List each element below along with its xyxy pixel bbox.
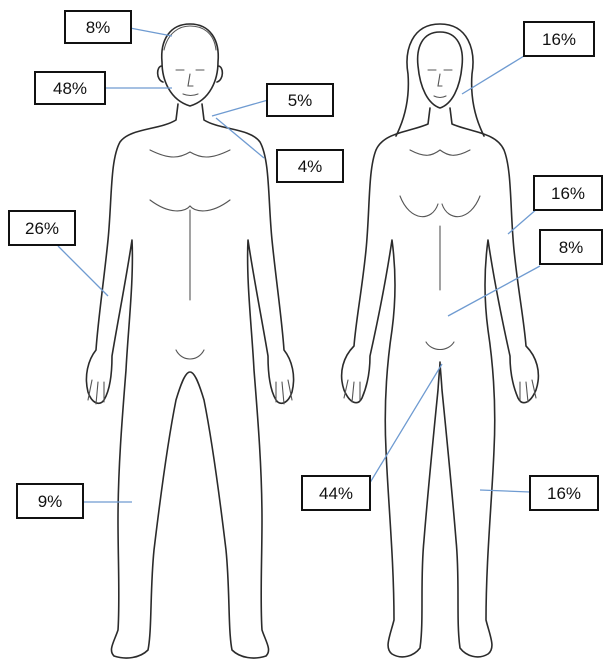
leader-male-neck	[212, 100, 268, 116]
label-female-groin: 44%	[302, 476, 370, 510]
label-male-neck: 5%	[267, 84, 333, 116]
leader-male-arm	[58, 246, 108, 296]
male-body-outline	[86, 104, 293, 658]
label-male-leg-text: 9%	[38, 492, 63, 511]
leader-male-head	[130, 28, 172, 36]
female-body-outline	[342, 108, 539, 657]
label-male-arm: 26%	[9, 211, 75, 245]
female-figure	[342, 24, 539, 657]
label-male-face-text: 48%	[53, 79, 87, 98]
label-female-face: 16%	[524, 22, 594, 56]
label-female-leg-text: 16%	[547, 484, 581, 503]
female-head	[418, 32, 463, 108]
label-male-leg: 9%	[17, 484, 83, 518]
female-hair	[396, 24, 484, 136]
male-figure	[86, 24, 293, 658]
label-female-abdomen: 8%	[540, 230, 602, 264]
label-male-face: 48%	[35, 72, 105, 104]
leader-female-leg	[480, 490, 530, 492]
label-female-groin-text: 44%	[319, 484, 353, 503]
label-female-arm: 16%	[534, 176, 602, 210]
label-male-neck-text: 5%	[288, 91, 313, 110]
label-male-head-text: 8%	[86, 18, 111, 37]
label-female-arm-text: 16%	[551, 184, 585, 203]
label-male-arm-text: 26%	[25, 219, 59, 238]
label-female-face-text: 16%	[542, 30, 576, 49]
label-male-shoulder-text: 4%	[298, 157, 323, 176]
label-female-abdomen-text: 8%	[559, 238, 584, 257]
label-male-head: 8%	[65, 11, 131, 43]
label-female-leg: 16%	[530, 476, 598, 510]
label-male-shoulder: 4%	[277, 150, 343, 182]
